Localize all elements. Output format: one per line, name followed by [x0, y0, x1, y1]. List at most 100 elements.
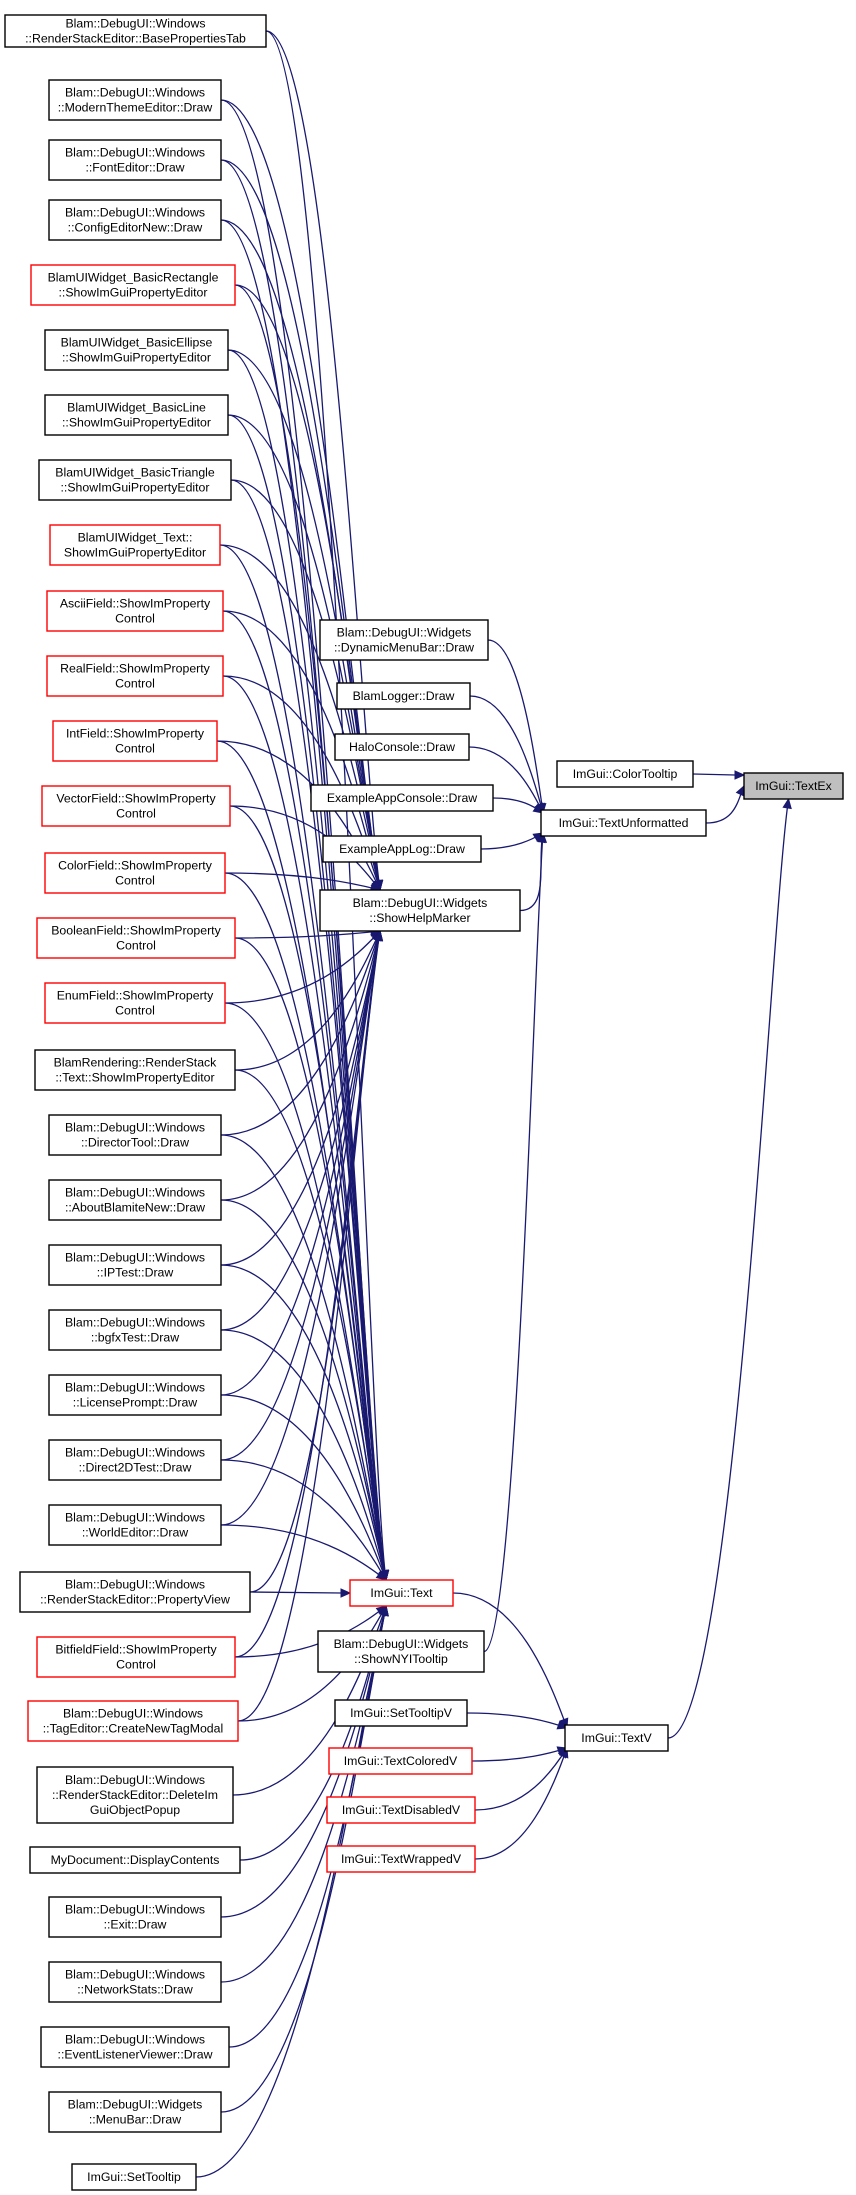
node-renderstacktext[interactable]: BlamRendering::RenderStack::Text::ShowIm…	[34, 1049, 236, 1091]
node-label-line: BlamUIWidget_BasicLine	[67, 401, 206, 415]
node-label-line: ::LicensePrompt::Draw	[73, 1396, 197, 1410]
node-modernthemeeditor[interactable]: Blam::DebugUI::Windows::ModernThemeEdito…	[48, 79, 222, 121]
node-blamlogger[interactable]: BlamLogger::Draw	[336, 682, 471, 710]
node-eventlistenerviewer[interactable]: Blam::DebugUI::Windows::EventListenerVie…	[40, 2026, 230, 2068]
node-label-line: ::ShowImGuiPropertyEditor	[62, 351, 211, 365]
edge-line	[195, 1605, 387, 2178]
edge-arrowhead	[379, 1604, 389, 1617]
node-deleteimguiobjectpopup[interactable]: Blam::DebugUI::Windows::RenderStackEdito…	[36, 1766, 234, 1824]
node-label-line: Blam::DebugUI::Widgets	[68, 2098, 203, 2112]
node-settooltip[interactable]: ImGui::SetTooltip	[71, 2163, 197, 2191]
node-exampleapplog[interactable]: ExampleAppLog::Draw	[322, 835, 482, 863]
node-label-line: Control	[115, 612, 155, 626]
node-box	[48, 1504, 222, 1546]
node-label-line: Blam::DebugUI::Windows	[65, 1773, 205, 1787]
node-mydocument[interactable]: MyDocument::DisplayContents	[29, 1846, 241, 1874]
node-aboutblamitenew[interactable]: Blam::DebugUI::Windows::AboutBlamiteNew:…	[48, 1179, 222, 1221]
node-box	[29, 1846, 241, 1874]
node-box	[36, 1766, 234, 1824]
node-worldeditor[interactable]: Blam::DebugUI::Windows::WorldEditor::Dra…	[48, 1504, 222, 1546]
node-basicline[interactable]: BlamUIWidget_BasicLine::ShowImGuiPropert…	[44, 394, 229, 436]
edge-iptest-to-showhelpmarker	[220, 929, 383, 1266]
node-textdisabledv[interactable]: ImGui::TextDisabledV	[326, 1796, 476, 1824]
edge-line	[220, 930, 381, 1136]
node-imgui-text[interactable]: ImGui::Text	[349, 1579, 454, 1607]
node-box	[46, 655, 224, 697]
node-box	[48, 79, 222, 121]
node-label-line: Blam::DebugUI::Windows	[65, 1968, 205, 1982]
node-configeditornew[interactable]: Blam::DebugUI::Windows::ConfigEditorNew:…	[48, 199, 222, 241]
node-direct2dtest[interactable]: Blam::DebugUI::Windows::Direct2DTest::Dr…	[48, 1439, 222, 1481]
node-box	[27, 1700, 239, 1742]
edge-line	[234, 284, 381, 891]
node-showhelpmarker[interactable]: Blam::DebugUI::Widgets::ShowHelpMarker	[319, 889, 521, 932]
node-label-line: BitfieldField::ShowImProperty	[55, 1643, 217, 1657]
edge-line	[474, 1747, 568, 1811]
node-widgettext[interactable]: BlamUIWidget_Text::ShowImGuiPropertyEdit…	[49, 524, 221, 566]
node-directortool[interactable]: Blam::DebugUI::Windows::DirectorTool::Dr…	[48, 1114, 222, 1156]
node-label-line: Blam::DebugUI::Windows	[65, 1121, 205, 1135]
node-propertyview[interactable]: Blam::DebugUI::Windows::RenderStackEdito…	[19, 1571, 251, 1613]
node-imgui-textex[interactable]: ImGui::TextEx	[743, 772, 844, 800]
node-label-line: ::ModernThemeEditor::Draw	[58, 101, 213, 115]
node-box	[44, 394, 229, 436]
node-fonteditor[interactable]: Blam::DebugUI::Windows::FontEditor::Draw	[48, 139, 222, 181]
node-box	[48, 1244, 222, 1286]
node-label-line: Blam::DebugUI::Windows	[65, 1251, 205, 1265]
edge-line	[220, 1394, 387, 1581]
edge-line	[237, 930, 381, 1722]
node-exampleappconsole[interactable]: ExampleAppConsole::Draw	[310, 784, 494, 812]
edge-line	[667, 798, 790, 1739]
node-textwrappedv[interactable]: ImGui::TextWrappedV	[326, 1845, 476, 1873]
node-bgfxtest[interactable]: Blam::DebugUI::Windows::bgfxTest::Draw	[48, 1309, 222, 1351]
node-createnewtagmodal[interactable]: Blam::DebugUI::Windows::TagEditor::Creat…	[27, 1700, 239, 1742]
node-imgui-textunformatted[interactable]: ImGui::TextUnformatted	[540, 809, 707, 837]
node-box	[48, 199, 222, 241]
node-basicrectangle[interactable]: BlamUIWidget_BasicRectangle::ShowImGuiPr…	[30, 264, 236, 306]
node-basicellipse[interactable]: BlamUIWidget_BasicEllipse::ShowImGuiProp…	[44, 329, 229, 371]
edge-textdisabledv-to-imgui-textv	[474, 1746, 568, 1811]
node-box	[44, 329, 229, 371]
node-label-line: ::IPTest::Draw	[97, 1266, 174, 1280]
node-licenseprompt[interactable]: Blam::DebugUI::Windows::LicensePrompt::D…	[48, 1374, 222, 1416]
edge-line	[234, 930, 381, 1071]
node-iptest[interactable]: Blam::DebugUI::Windows::IPTest::Draw	[48, 1244, 222, 1286]
node-shownyitooltip[interactable]: Blam::DebugUI::Widgets::ShowNYITooltip	[317, 1630, 485, 1673]
node-haloconsole[interactable]: HaloConsole::Draw	[334, 733, 470, 761]
node-label-line: VectorField::ShowImProperty	[56, 792, 216, 806]
node-label-line: ::RenderStackEditor::DeleteIm	[52, 1788, 218, 1802]
node-basictriangle[interactable]: BlamUIWidget_BasicTriangle::ShowImGuiPro…	[38, 459, 232, 501]
node-label-line: ::ShowImGuiPropertyEditor	[59, 286, 208, 300]
node-basepropertiestab[interactable]: Blam::DebugUI::Windows::RenderStackEdito…	[4, 14, 267, 48]
edge-arrowhead	[537, 831, 548, 843]
node-dynamicmenubar[interactable]: Blam::DebugUI::Widgets::DynamicMenuBar::…	[319, 619, 489, 661]
node-settooltipv[interactable]: ImGui::SetTooltipV	[334, 1699, 468, 1727]
node-imgui-textv[interactable]: ImGui::TextV	[564, 1724, 669, 1752]
edge-textwrappedv-to-imgui-textv	[474, 1746, 569, 1860]
node-exitdraw[interactable]: Blam::DebugUI::Windows::Exit::Draw	[48, 1896, 222, 1938]
node-textcoloredv[interactable]: ImGui::TextColoredV	[328, 1747, 473, 1775]
edge-arrowhead	[340, 1588, 352, 1598]
node-box	[48, 1309, 222, 1351]
node-label-line: Blam::DebugUI::Windows	[65, 206, 205, 220]
node-box	[71, 2163, 197, 2191]
node-label-line: ::Exit::Draw	[104, 1918, 167, 1932]
node-box	[336, 682, 471, 710]
node-label-line: ::bgfxTest::Draw	[91, 1331, 179, 1345]
node-networkstats[interactable]: Blam::DebugUI::Windows::NetworkStats::Dr…	[48, 1961, 222, 2003]
node-box	[49, 524, 221, 566]
edge-line	[692, 773, 736, 776]
node-imgui-colortooltip[interactable]: ImGui::ColorTooltip	[556, 760, 694, 788]
node-menubar[interactable]: Blam::DebugUI::Widgets::MenuBar::Draw	[48, 2091, 222, 2133]
node-box	[48, 139, 222, 181]
node-label-line: ::RenderStackEditor::PropertyView	[40, 1593, 230, 1607]
node-label-line: BlamUIWidget_Text::	[78, 531, 193, 545]
